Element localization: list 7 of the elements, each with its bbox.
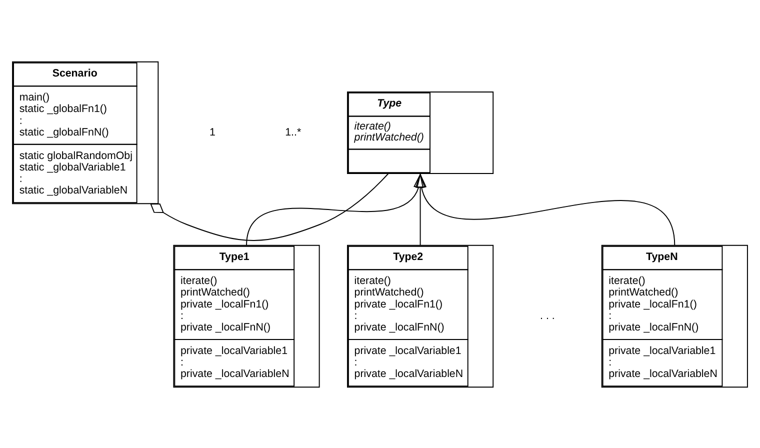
label: . . . (540, 309, 555, 322)
arrow (246, 172, 424, 246)
arrow (415, 172, 426, 246)
label: 1 (210, 126, 216, 138)
label: 1..* (285, 126, 302, 138)
arrow (416, 172, 676, 246)
connector (150, 172, 389, 240)
